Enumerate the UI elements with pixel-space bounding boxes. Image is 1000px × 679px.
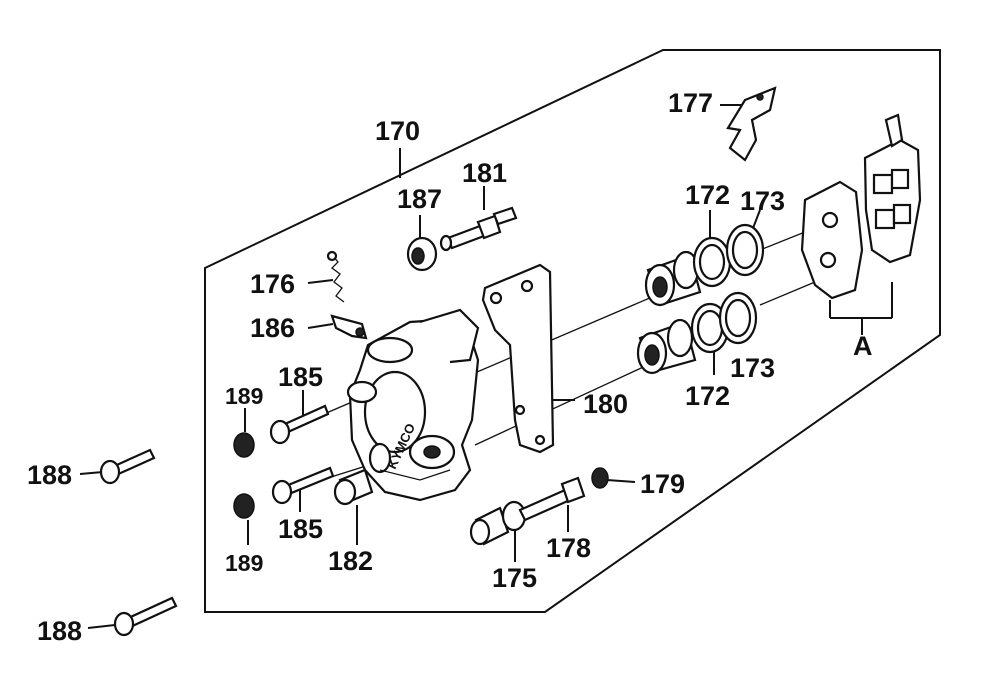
seal-173-lower: [718, 291, 758, 345]
pin-bolt-181: [439, 206, 518, 252]
cap-187: [406, 236, 438, 272]
callout-185-upper: 185: [278, 362, 323, 392]
leader-lines: [79, 104, 893, 629]
callout-176: 176: [250, 269, 295, 299]
callout-173-lower: 173: [730, 353, 775, 383]
sleeve-182: [333, 468, 374, 506]
spring-176: [326, 250, 345, 303]
piston-upper: [644, 250, 702, 307]
brake-pad-outer: [863, 113, 922, 264]
bolt-188-upper: [99, 448, 156, 485]
callout-189-upper: 189: [225, 383, 263, 409]
callout-187: 187: [397, 184, 442, 214]
callout-172-lower: 172: [685, 381, 730, 411]
assembly-boundary: [204, 49, 941, 613]
brake-pad-inner: [800, 180, 864, 300]
callout-178: 178: [546, 533, 591, 563]
bolt-178: [518, 476, 586, 522]
bolt-188-lower: [113, 596, 178, 637]
callout-170: 170: [375, 116, 420, 146]
boot-189-upper: [233, 432, 255, 458]
seal-173-upper: [725, 223, 765, 277]
bolt-175: [469, 500, 527, 546]
piston-lower: [636, 318, 697, 375]
bracket-180: [481, 263, 555, 454]
callout-pad-set-a: A: [853, 331, 873, 361]
boot-189-lower: [233, 493, 255, 519]
callout-185-lower: 185: [278, 514, 323, 544]
callout-172-upper: 172: [685, 180, 730, 210]
callout-188-lower: 188: [37, 616, 82, 646]
callout-179: 179: [640, 469, 685, 499]
callout-188-upper: 188: [27, 460, 72, 490]
callout-189-lower: 189: [225, 550, 263, 576]
pin-186: [330, 314, 368, 340]
caliper-body: KYMCO: [346, 308, 480, 502]
callout-175: 175: [492, 563, 537, 593]
callout-181: 181: [462, 158, 507, 188]
pin-185-upper: [269, 404, 330, 445]
callout-186: 186: [250, 313, 295, 343]
callout-182: 182: [328, 546, 373, 576]
callout-180: 180: [583, 389, 628, 419]
pin-185-lower: [271, 466, 335, 505]
callout-labels: 170 177 181 187 172 173 176 186 185 189 …: [27, 88, 873, 646]
clip-177: [726, 86, 777, 162]
callout-173-upper: 173: [740, 186, 785, 216]
cap-179: [591, 467, 609, 489]
seal-172-upper: [692, 236, 732, 288]
callout-177: 177: [668, 88, 713, 118]
